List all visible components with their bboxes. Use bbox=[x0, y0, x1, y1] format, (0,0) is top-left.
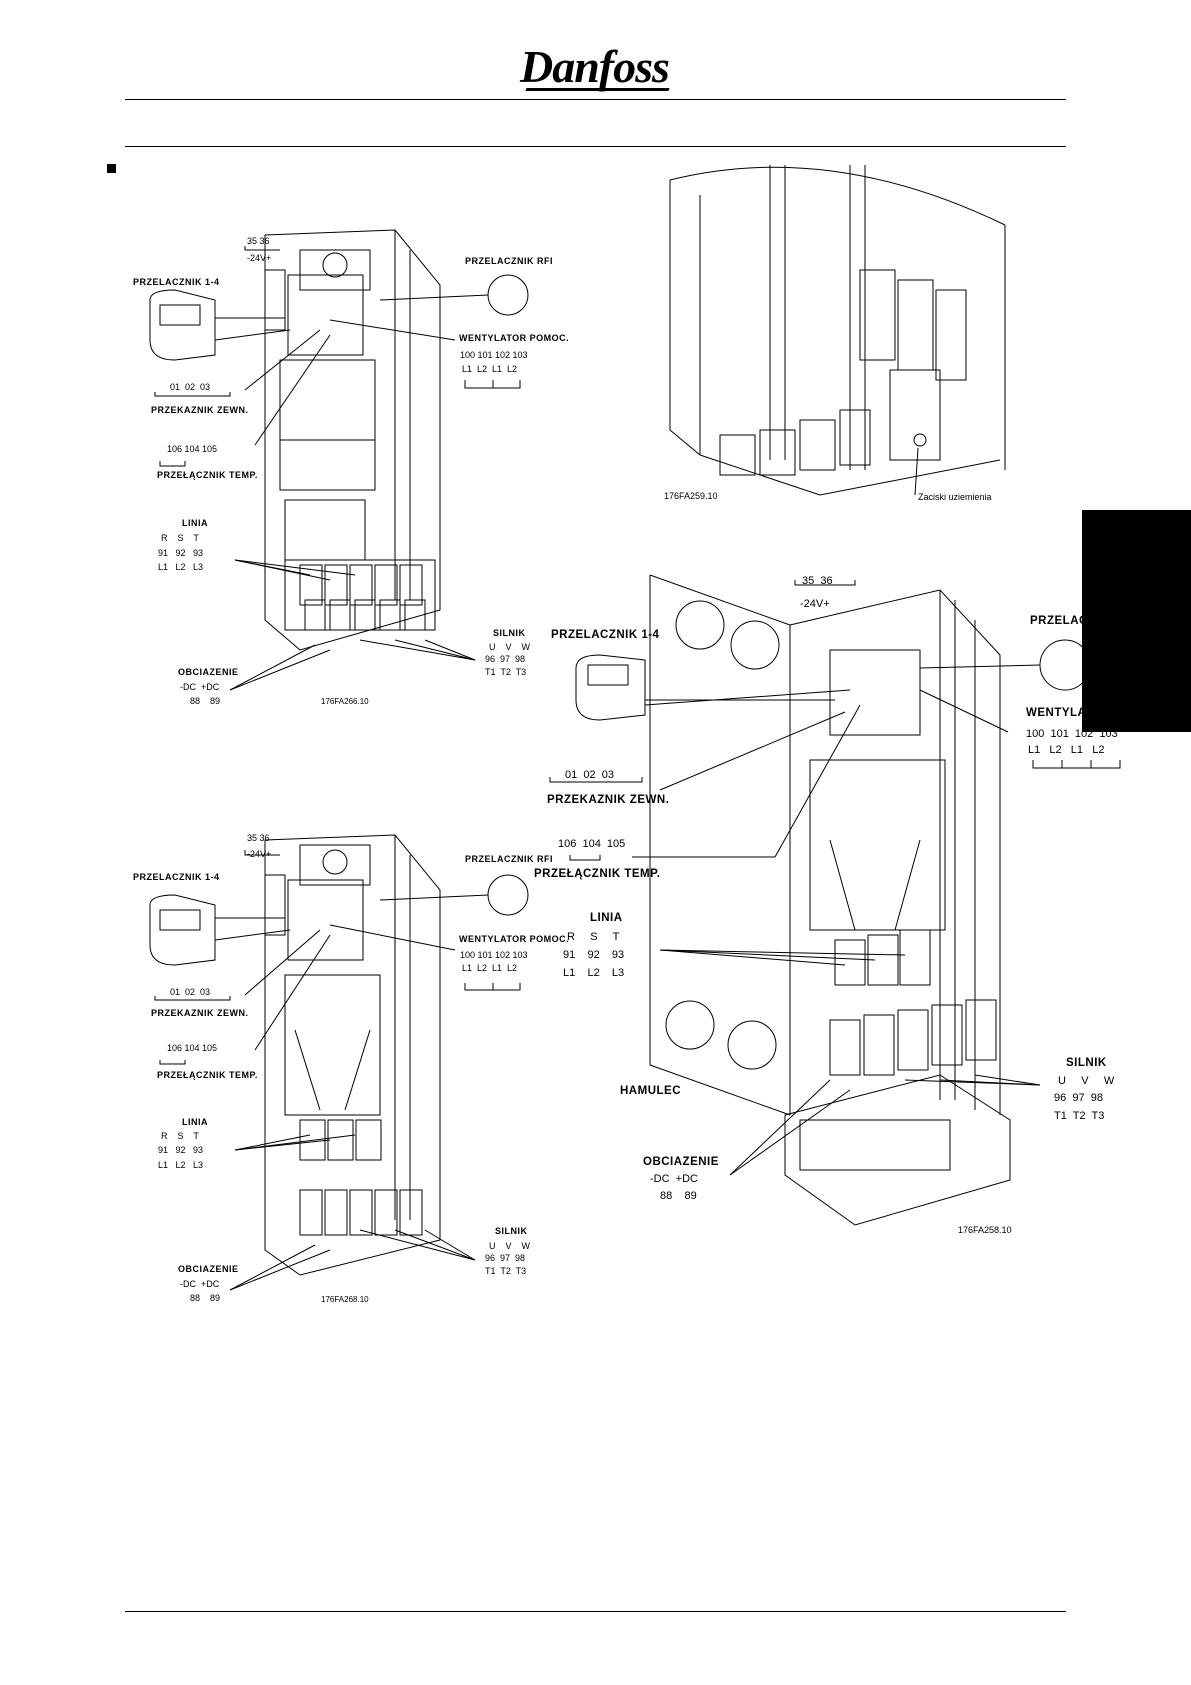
line-numbers: 91 92 93 bbox=[158, 548, 204, 558]
load-dc: -DC +DC bbox=[180, 682, 220, 692]
terminals-24v-numbers: 35 36 bbox=[247, 833, 270, 843]
terminals-24v: -24V+ bbox=[247, 849, 272, 859]
figure-code: 176FA266.10 bbox=[321, 697, 369, 706]
aux-fan-phases: L1 L2 L1 L2 bbox=[462, 364, 518, 374]
cabinet-drawing-bottom-right bbox=[549, 574, 1121, 1226]
cabinet-drawing-top-right bbox=[669, 165, 1006, 496]
load-label: OBCIAZENIE bbox=[178, 667, 239, 677]
load-label: OBCIAZENIE bbox=[643, 1156, 719, 1168]
header-rule-bottom bbox=[125, 146, 1066, 147]
rfi-switch-label: PRZELACZNIK RFI bbox=[465, 854, 553, 864]
line-numbers: 91 92 93 bbox=[563, 949, 625, 961]
line-rst: R S T bbox=[567, 931, 620, 943]
aux-fan-numbers: 100 101 102 103 bbox=[460, 350, 528, 360]
brake-label: HAMULEC bbox=[620, 1085, 681, 1097]
temp-switch-numbers: 106 104 105 bbox=[167, 444, 218, 454]
load-dc: -DC +DC bbox=[180, 1279, 220, 1289]
motor-numbers: 96 97 98 bbox=[485, 1253, 526, 1263]
line-label: LINIA bbox=[182, 518, 208, 528]
header-rule-top bbox=[125, 99, 1066, 100]
switch-1-4-label: PRZELACZNIK 1-4 bbox=[551, 629, 660, 641]
motor-uvw: U V W bbox=[1058, 1075, 1115, 1087]
figure-code: 176FA268.10 bbox=[321, 1295, 369, 1304]
terminals-24v-numbers: 35 36 bbox=[802, 575, 833, 587]
aux-fan-phases: L1 L2 L1 L2 bbox=[462, 963, 518, 973]
relay-label: PRZEKAZNIK ZEWN. bbox=[151, 1008, 249, 1018]
temp-switch-label: PRZEŁĄCZNIK TEMP. bbox=[534, 868, 661, 880]
line-numbers: 91 92 93 bbox=[158, 1145, 204, 1155]
motor-t: T1 T2 T3 bbox=[1054, 1110, 1105, 1122]
line-phases: L1 L2 L3 bbox=[158, 562, 204, 572]
relay-label: PRZEKAZNIK ZEWN. bbox=[151, 405, 249, 415]
motor-label: SILNIK bbox=[493, 628, 526, 638]
motor-t: T1 T2 T3 bbox=[485, 1266, 527, 1276]
motor-label: SILNIK bbox=[495, 1226, 528, 1236]
figure-code: 176FA258.10 bbox=[958, 1225, 1012, 1235]
load-numbers: 88 89 bbox=[660, 1190, 697, 1202]
figure-code: 176FA259.10 bbox=[664, 491, 718, 501]
temp-switch-numbers: 106 104 105 bbox=[167, 1043, 218, 1053]
chapter-tab bbox=[1082, 510, 1191, 732]
cabinet-drawing-top-left bbox=[149, 229, 529, 691]
section-bullet bbox=[107, 164, 116, 173]
motor-t: T1 T2 T3 bbox=[485, 667, 527, 677]
motor-numbers: 96 97 98 bbox=[485, 654, 526, 664]
line-rst: R S T bbox=[161, 1131, 199, 1141]
load-label: OBCIAZENIE bbox=[178, 1264, 239, 1274]
motor-uvw: U V W bbox=[489, 1241, 531, 1251]
temp-switch-label: PRZEŁĄCZNIK TEMP. bbox=[157, 1070, 258, 1080]
terminals-24v: -24V+ bbox=[800, 598, 830, 610]
aux-fan-numbers: 100 101 102 103 bbox=[460, 950, 528, 960]
rfi-switch-label: PRZELACZNIK RFI bbox=[465, 256, 553, 266]
temp-switch-numbers: 106 104 105 bbox=[558, 838, 626, 850]
motor-label: SILNIK bbox=[1066, 1057, 1107, 1069]
load-numbers: 88 89 bbox=[190, 696, 221, 706]
aux-fan-label: WENTYLATOR POMOC. bbox=[459, 333, 570, 343]
aux-fan-numbers: 100 101 102 103 bbox=[1026, 728, 1118, 740]
brand-logo: Danfoss bbox=[520, 41, 670, 92]
ground-terminals-label: Zaciski uziemienia bbox=[918, 492, 992, 502]
rfi-switch-label: PRZELAC bbox=[1030, 615, 1088, 627]
relay-label: PRZEKAZNIK ZEWN. bbox=[547, 794, 670, 806]
relay-numbers: 01 02 03 bbox=[170, 987, 211, 997]
relay-numbers: 01 02 03 bbox=[565, 769, 614, 781]
terminals-24v: -24V+ bbox=[247, 253, 272, 263]
switch-1-4-label: PRZELACZNIK 1-4 bbox=[133, 277, 220, 287]
line-label: LINIA bbox=[590, 912, 623, 924]
line-phases: L1 L2 L3 bbox=[563, 967, 625, 979]
line-phases: L1 L2 L3 bbox=[158, 1160, 204, 1170]
aux-fan-phases: L1 L2 L1 L2 bbox=[1028, 744, 1105, 756]
aux-fan-label: WENTYLATOR POMOC. bbox=[459, 934, 570, 944]
relay-numbers: 01 02 03 bbox=[170, 382, 211, 392]
footer-rule bbox=[125, 1611, 1066, 1612]
load-dc: -DC +DC bbox=[650, 1173, 698, 1185]
temp-switch-label: PRZEŁĄCZNIK TEMP. bbox=[157, 470, 258, 480]
terminals-24v-numbers: 35 36 bbox=[247, 236, 270, 246]
load-numbers: 88 89 bbox=[190, 1293, 221, 1303]
aux-fan-label: WENTYLA bbox=[1026, 707, 1087, 719]
motor-numbers: 96 97 98 bbox=[1054, 1092, 1103, 1104]
switch-1-4-label: PRZELACZNIK 1-4 bbox=[133, 872, 220, 882]
line-label: LINIA bbox=[182, 1117, 208, 1127]
motor-uvw: U V W bbox=[489, 642, 531, 652]
line-rst: R S T bbox=[161, 533, 199, 543]
cabinet-drawing-bottom-left bbox=[149, 834, 529, 1291]
